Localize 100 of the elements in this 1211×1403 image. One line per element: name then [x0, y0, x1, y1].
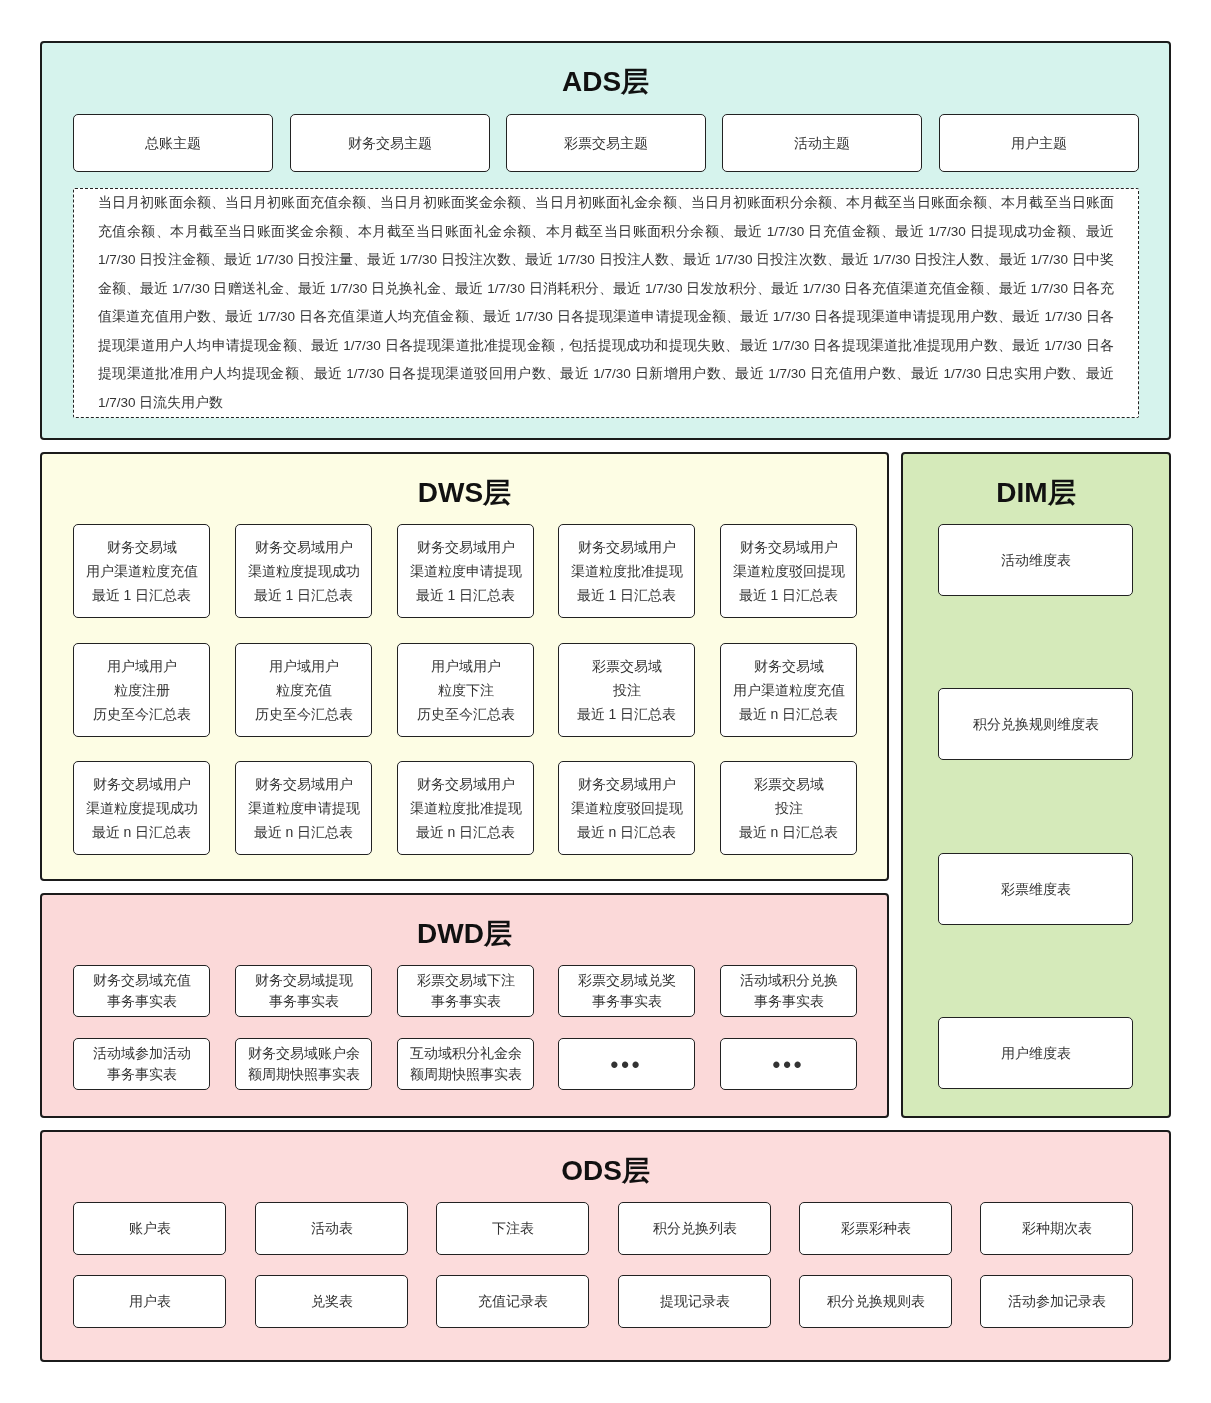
- table-box: [558, 965, 695, 1017]
- table-name: 最近 n 日汇总表: [738, 823, 839, 842]
- table-name: 账户表: [128, 1219, 171, 1238]
- table-name: 最近 1 日汇总表: [415, 586, 516, 605]
- table-name: 财务交易域: [106, 538, 177, 557]
- table-box: [397, 643, 534, 737]
- layer-title: ODS层: [561, 1154, 650, 1188]
- table-name: 彩票交易域: [753, 775, 824, 794]
- subject-name: 彩票交易主题: [564, 133, 648, 153]
- table-name: 事务事实表: [591, 992, 662, 1011]
- ellipsis: •••: [772, 1053, 805, 1075]
- table-name: 最近 1 日汇总表: [253, 586, 354, 605]
- subject-box: [939, 114, 1139, 172]
- table-box: [436, 1275, 589, 1328]
- table-box: [73, 1202, 226, 1255]
- table-name: 彩票维度表: [1000, 879, 1071, 899]
- table-name: 历史至今汇总表: [254, 705, 353, 724]
- table-name: 最近 1 日汇总表: [738, 586, 839, 605]
- table-name: 事务事实表: [106, 992, 177, 1011]
- table-box: [558, 1038, 695, 1090]
- layer-title: DWD层: [417, 917, 512, 951]
- table-name: 渠道粒度驳回提现: [570, 799, 683, 818]
- subject-box: [722, 114, 922, 172]
- table-name: 财务交易域充值: [92, 971, 191, 990]
- table-name: 财务交易域: [753, 657, 824, 676]
- table-name: 财务交易域提现: [254, 971, 353, 990]
- table-box: [558, 761, 695, 855]
- subject-name: 财务交易主题: [348, 133, 432, 153]
- table-name: 彩票彩种表: [840, 1219, 911, 1238]
- table-name: 用户维度表: [1000, 1043, 1071, 1063]
- table-name: 事务事实表: [268, 992, 339, 1011]
- subject-name: 活动主题: [794, 133, 850, 153]
- table-name: 彩种期次表: [1021, 1219, 1092, 1238]
- table-box: [73, 524, 210, 618]
- subject-name: 总账主题: [145, 133, 201, 153]
- table-box: [255, 1275, 408, 1328]
- table-box: [980, 1202, 1133, 1255]
- table-box: [73, 1038, 210, 1090]
- table-box: [235, 1038, 372, 1090]
- table-name: 财务交易域用户: [577, 775, 676, 794]
- table-box: [397, 965, 534, 1017]
- table-name: 财务交易域用户: [254, 775, 353, 794]
- table-box: [73, 965, 210, 1017]
- table-name: 历史至今汇总表: [92, 705, 191, 724]
- table-name: 互动域积分礼金余额周期快照事实表: [408, 1044, 523, 1084]
- table-name: 投注: [774, 799, 803, 818]
- table-name: 用户域用户: [430, 657, 501, 676]
- table-name: 渠道粒度批准提现: [409, 799, 522, 818]
- table-name: 活动参加记录表: [1007, 1292, 1106, 1311]
- table-name: 积分兑换列表: [652, 1219, 737, 1238]
- table-box: [799, 1202, 952, 1255]
- table-box: [397, 761, 534, 855]
- table-name: 用户渠道粒度充值: [732, 681, 845, 700]
- table-name: 渠道粒度申请提现: [247, 799, 360, 818]
- table-name: 渠道粒度提现成功: [247, 562, 360, 581]
- table-box: [558, 643, 695, 737]
- table-name: 财务交易域用户: [254, 538, 353, 557]
- table-name: 历史至今汇总表: [416, 705, 515, 724]
- table-name: 渠道粒度提现成功: [85, 799, 198, 818]
- table-name: 最近 n 日汇总表: [415, 823, 516, 842]
- table-box: [73, 761, 210, 855]
- table-box: [436, 1202, 589, 1255]
- table-box: [235, 761, 372, 855]
- table-box: [938, 688, 1133, 760]
- table-name: 下注表: [491, 1219, 534, 1238]
- table-name: 事务事实表: [430, 992, 501, 1011]
- table-name: 最近 n 日汇总表: [738, 705, 839, 724]
- table-name: 事务事实表: [106, 1065, 177, 1084]
- layer-panel: [40, 1130, 1171, 1362]
- layer-title: ADS层: [561, 65, 650, 99]
- table-box: [938, 853, 1133, 925]
- table-name: 渠道粒度驳回提现: [732, 562, 845, 581]
- table-name: 活动表: [310, 1219, 353, 1238]
- table-name: 用户表: [128, 1292, 171, 1311]
- table-box: [618, 1202, 771, 1255]
- metrics-text: 当日月初账面余额、当日月初账面充值余额、当日月初账面奖金余额、当日月初账面礼金余额、当日月初账面积分余额、本月截至当日账面余额、本月截至当日账面充值余额、本月截至当日账面奖金余额、本月截至当日账面礼金余额、本月截至当日账面积分余额、最近 1/7/30 日充值金额、最近 1/7/30 日提现成功金额、最近 1/7/30 日投注金额、最近 1/7/30 日投注量、最近 1/7/30 日投注次数、最近 1/7/30 日投注人数、最近 1/7/30 日投注次数、最近 1/7/30 日投注人数、最近 1/7/30 日中奖金额、最近 1/7/30 日赠送礼金、最近 1/7/30 日兑换礼金、最近 1/7/30 日消耗积分、最近 1/7/30 日发放积分、最近 1/7/30 日各充值渠道充值金额、最近 1/7/30 日各充值渠道充值用户数、最近 1/7/30 日各充值渠道人均充值金额、最近 1/7/30 日各提现渠道申请提现金额、最近 1/7/30 日各提现渠道申请提现用户数、最近 1/7/30 日各提现渠道用户人均申请提现金额、最近 1/7/30 日各提现渠道批准提现金额，包括提现成功和提现失败、最近 1/7/30 日各提现渠道批准提现用户数、最近 1/7/30 日各提现渠道批准用户人均提现金额、最近 1/7/30 日各提现渠道驳回用户数、最近 1/7/30 日新增用户数、最近 1/7/30 日充值用户数、最近 1/7/30 日忠实用户数、最近 1/7/30 日流失用户数: [98, 194, 1114, 412]
- table-name: 活动维度表: [1000, 550, 1071, 570]
- table-name: 粒度充值: [275, 681, 332, 700]
- table-box: [235, 965, 372, 1017]
- layer-panel: [901, 452, 1171, 1118]
- table-name: 用户域用户: [106, 657, 177, 676]
- table-box: [73, 1275, 226, 1328]
- layer-panel: [40, 41, 1171, 440]
- layer-panel: [40, 452, 889, 881]
- table-box: [720, 1038, 857, 1090]
- table-name: 财务交易域用户: [416, 538, 515, 557]
- table-name: 财务交易域用户: [739, 538, 838, 557]
- table-name: 财务交易域用户: [577, 538, 676, 557]
- table-box: [235, 643, 372, 737]
- table-box: [558, 524, 695, 618]
- table-name: 用户域用户: [268, 657, 339, 676]
- table-name: 财务交易域用户: [92, 775, 191, 794]
- table-name: 最近 n 日汇总表: [253, 823, 354, 842]
- table-name: 兑奖表: [310, 1292, 353, 1311]
- table-name: 用户渠道粒度充值: [85, 562, 198, 581]
- table-name: 最近 n 日汇总表: [576, 823, 677, 842]
- subject-name: 用户主题: [1011, 133, 1067, 153]
- layer-panel: [40, 893, 889, 1118]
- table-box: [397, 524, 534, 618]
- table-name: 彩票交易域下注: [416, 971, 515, 990]
